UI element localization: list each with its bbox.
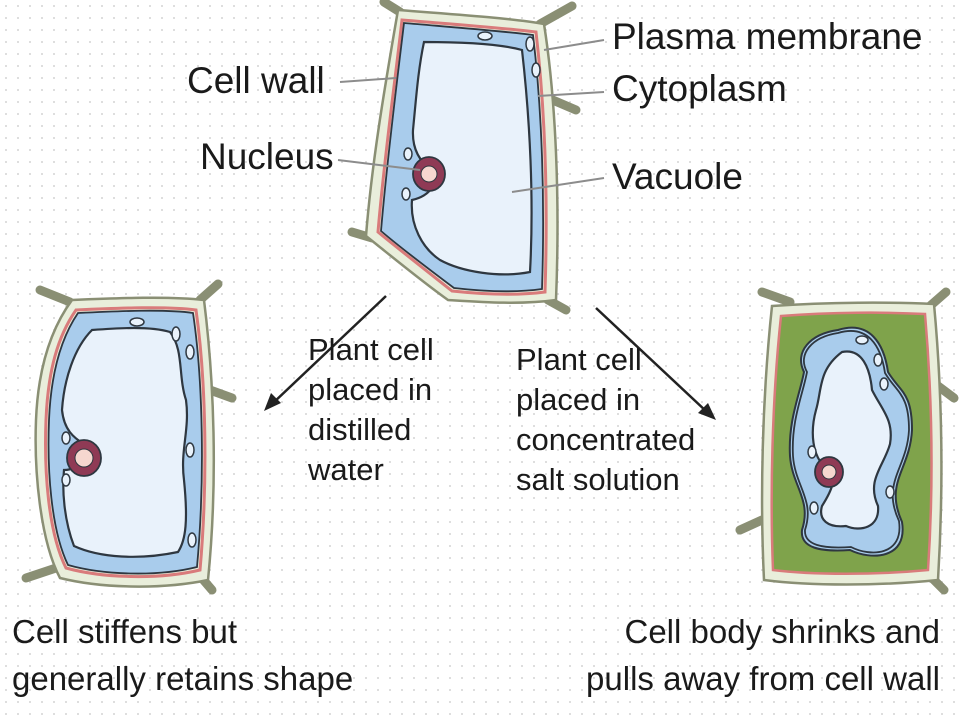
note-salt-solution-line: placed in [516,382,641,417]
note-salt-solution: Plant cell placed in concentrated salt s… [516,340,695,500]
label-plasma-membrane: Plasma membrane [612,16,923,57]
right-nucleus [814,456,844,488]
right-organelles [807,335,895,515]
left-plasma-membrane [44,306,207,579]
top-cell [347,0,581,315]
arrow-to-distilled-water [264,295,387,411]
label-nucleus: Nucleus [200,136,334,177]
label-vacuole: Vacuole [612,156,743,197]
caption-left-line: Cell stiffens but [12,613,238,650]
right-cell [735,287,959,595]
note-salt-solution-line: Plant cell [516,342,642,377]
caption-left-line: generally retains shape [12,660,354,697]
top-vacuole [410,40,533,276]
label-cytoplasm: Cytoplasm [612,68,787,109]
leader-vacuole [511,177,605,193]
note-salt-solution-line: concentrated [516,422,696,457]
left-organelles [61,317,197,548]
leader-cell-wall [339,77,397,83]
leader-cytoplasm [537,91,605,97]
arrows [264,295,716,420]
left-cell [21,279,237,595]
caption-right-line: Cell body shrinks and [624,613,941,650]
top-organelles [401,31,541,201]
top-nucleus [412,156,446,192]
leader-lines [337,39,605,193]
note-distilled-water-line: Plant cell [308,332,434,367]
note-distilled-water: Plant cell placed in distilled water [308,330,434,490]
left-nucleus [66,439,102,477]
caption-right-line: pulls away from cell wall [586,660,940,697]
note-distilled-water-line: distilled [308,412,412,447]
caption-right: Cell body shrinks and pulls away from ce… [522,608,940,702]
top-plasma-membrane [376,18,548,296]
label-cell-wall: Cell wall [187,60,325,101]
caption-left: Cell stiffens but generally retains shap… [12,608,353,702]
note-salt-solution-line: salt solution [516,462,680,497]
arrow-to-salt-solution [595,307,716,420]
note-distilled-water-line: placed in [308,372,433,407]
left-vacuole [60,326,189,558]
note-distilled-water-line: water [308,452,384,487]
leader-plasma-membrane [543,39,605,51]
right-vacuole [811,350,892,530]
leader-nucleus [337,159,421,171]
